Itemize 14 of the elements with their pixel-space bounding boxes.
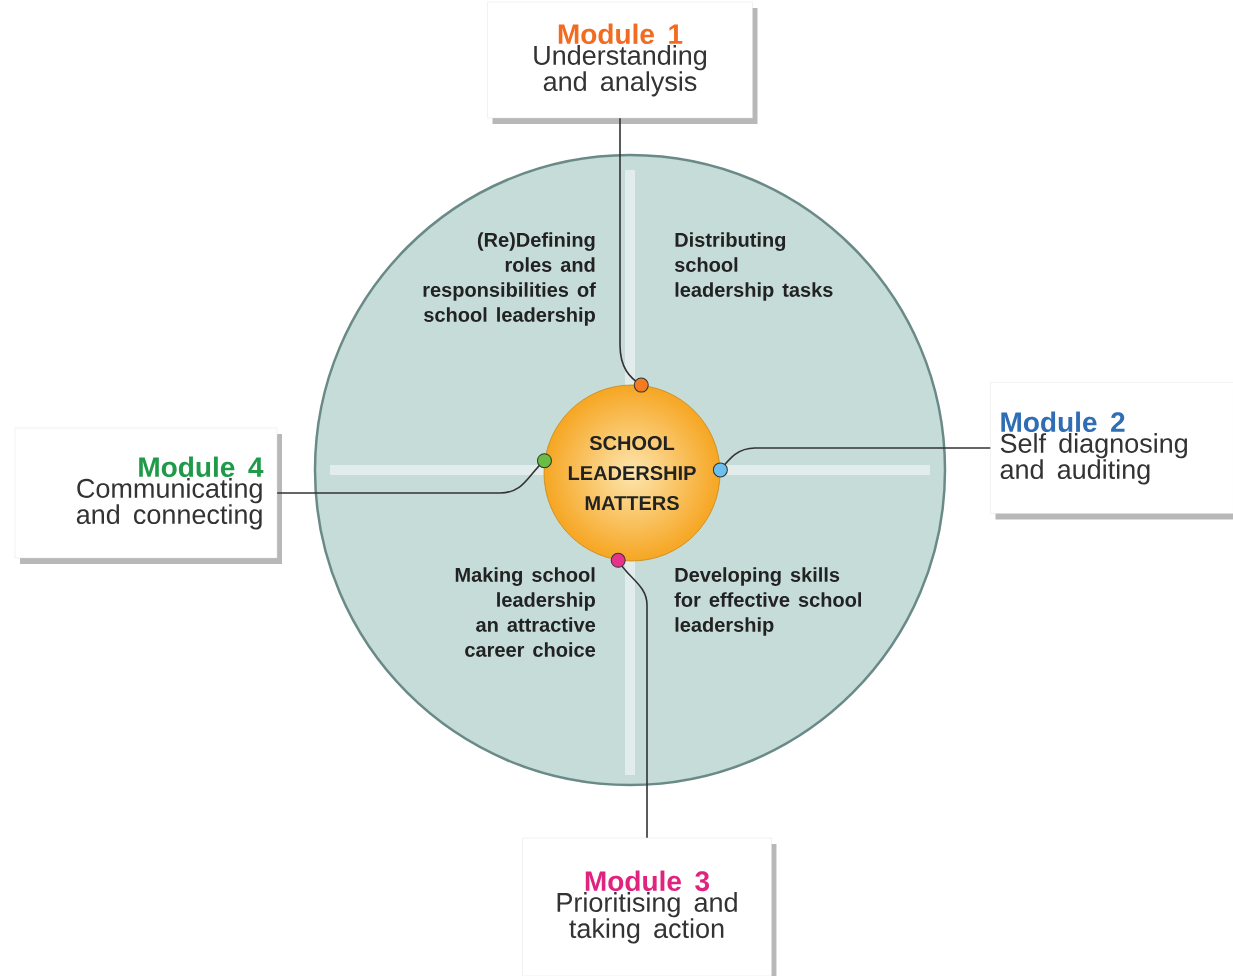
module-box: Module 1 Understanding and analysis <box>487 1 758 124</box>
connector <box>619 117 649 393</box>
quadrant-text: Developing skills for effective school leadership <box>674 567 862 636</box>
module-box: Module 4 Communicating and connecting <box>14 427 282 564</box>
connector <box>610 552 648 839</box>
module-box: Module 2 Self diagnosing and auditing <box>990 382 1233 520</box>
module-box: Module 3 Prioritising and taking action <box>522 837 777 976</box>
quadrant-text: (Re)Defining roles and responsibilities of school leadership <box>423 232 596 326</box>
quadrant-text: Distributing school leadership tasks <box>674 232 833 301</box>
node-label: Self diagnosing and auditing <box>1000 433 1187 485</box>
quadrant-text: Making school leadership an attractive career choice <box>455 567 596 657</box>
node-label: Module 2 <box>1001 411 1125 433</box>
connector <box>712 447 992 478</box>
connector <box>276 453 552 494</box>
